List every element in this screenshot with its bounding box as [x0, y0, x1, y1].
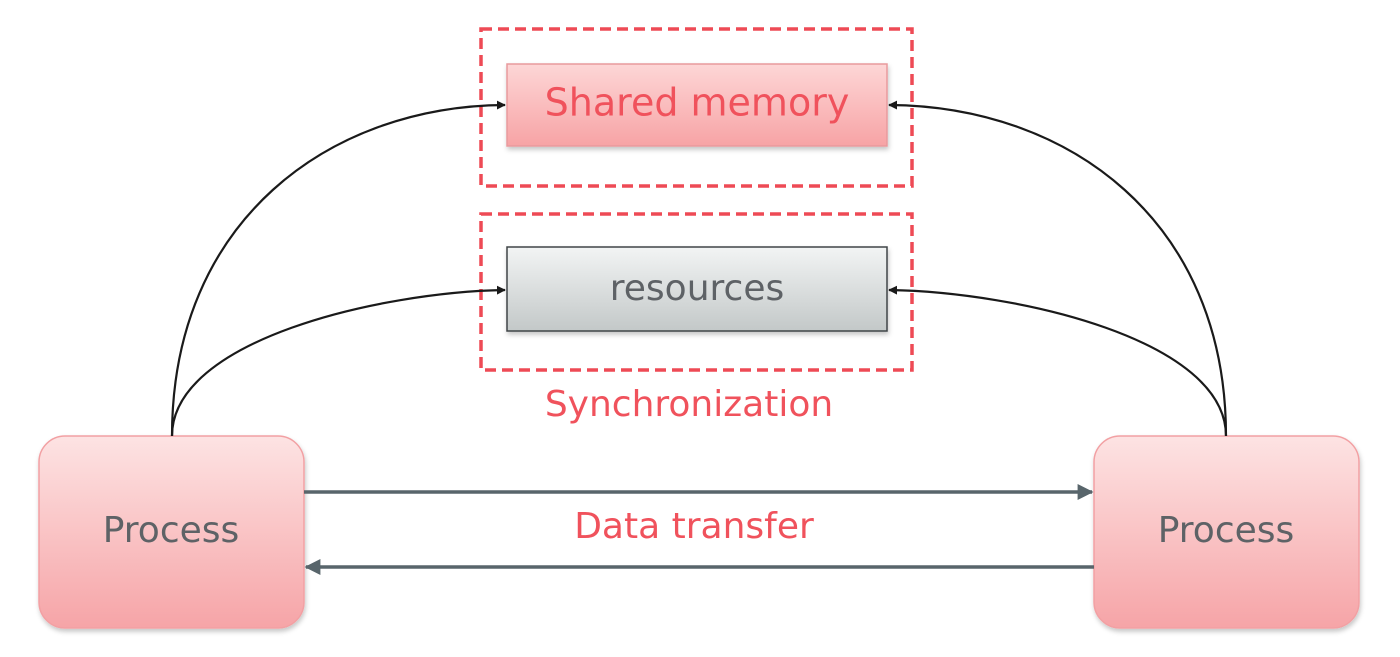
- shared-memory-node: Shared memory: [506, 63, 888, 147]
- shared-memory-dashed-group: [479, 27, 914, 188]
- arrow-right-to-resources: [888, 285, 1228, 437]
- process-left-label: Process: [103, 510, 240, 551]
- process-right-node: Process: [1093, 435, 1360, 629]
- shared-memory-label: Shared memory: [545, 81, 850, 125]
- data-transfer-caption: Data transfer: [574, 506, 814, 547]
- process-right-label: Process: [1158, 510, 1295, 551]
- resources-label: resources: [610, 268, 784, 309]
- process-left-node: Process: [38, 435, 305, 629]
- arrow-right-to-shared-memory: [888, 100, 1228, 437]
- synchronization-caption: Synchronization: [545, 384, 833, 425]
- arrow-left-to-shared-memory: [170, 100, 506, 437]
- resources-node: resources: [506, 246, 888, 332]
- arrow-left-to-resources: [170, 285, 506, 437]
- resources-dashed-group: [479, 212, 914, 372]
